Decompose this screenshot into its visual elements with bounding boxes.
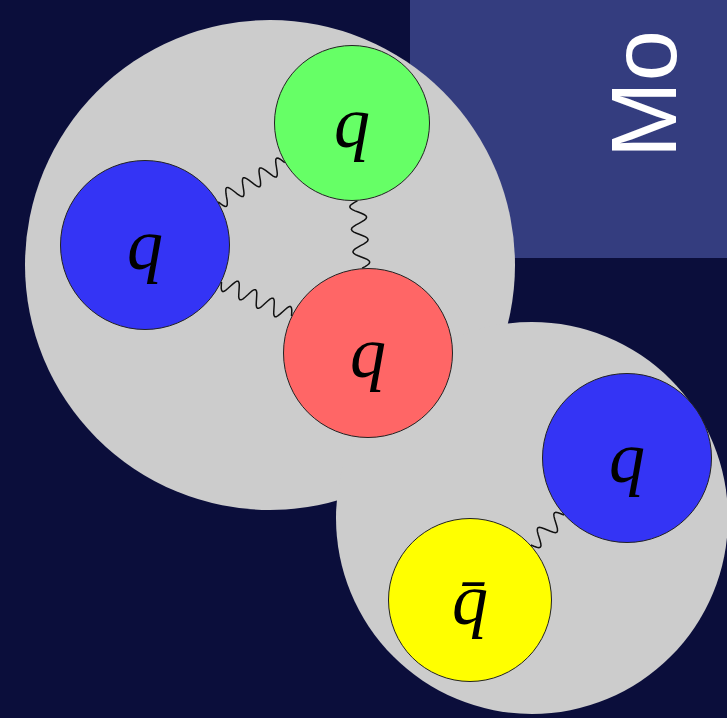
quark-circle: q <box>542 373 712 543</box>
quark-label: q̄ <box>452 564 488 636</box>
quark-circle: q <box>274 45 430 201</box>
gluon-line <box>221 281 292 317</box>
gluon-line <box>531 512 564 547</box>
quark-circle: q̄ <box>388 518 552 682</box>
quark-label: q <box>609 422 645 494</box>
slide-title: Mo <box>598 30 690 158</box>
gluon-line <box>218 158 285 206</box>
quark-circle: q <box>60 160 230 330</box>
quark-label: q <box>334 87 370 159</box>
quark-label: q <box>127 209 163 281</box>
quark-circle: q <box>283 268 453 438</box>
gluon-line <box>350 201 370 268</box>
quark-label: q <box>350 317 386 389</box>
